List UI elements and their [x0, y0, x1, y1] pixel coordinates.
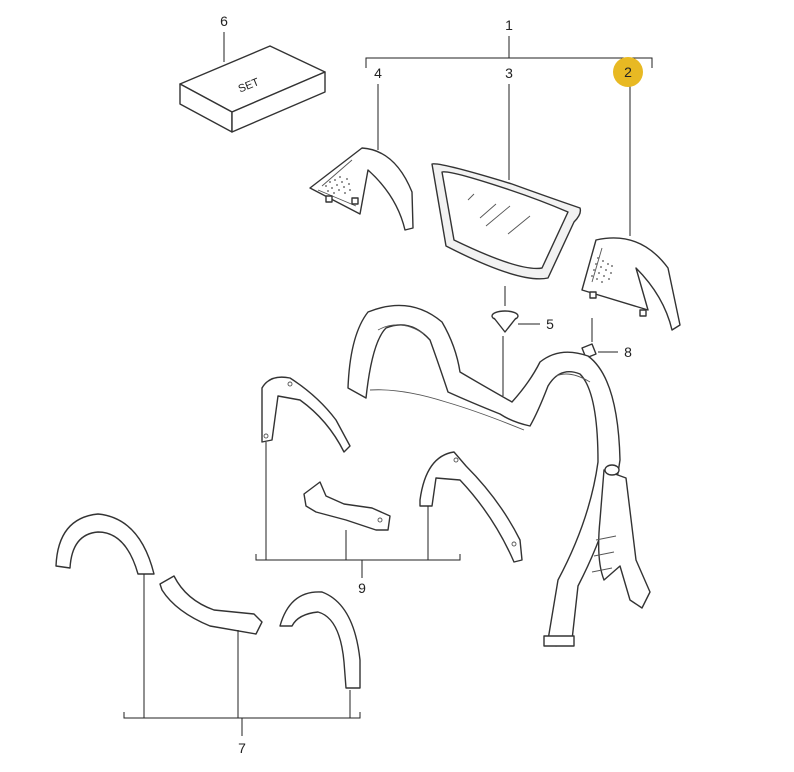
trim-right-bracket[interactable] [419, 451, 523, 563]
right-deflector-panel[interactable] [581, 237, 681, 331]
callout-7[interactable]: 7 [238, 740, 246, 756]
callout-2-highlight [613, 57, 643, 87]
callout-1[interactable]: 1 [505, 17, 513, 33]
trim-cover-left-arch[interactable] [55, 513, 155, 575]
right-panel-mesh [591, 257, 613, 283]
callout-3[interactable]: 3 [505, 65, 513, 81]
leader-lines [123, 32, 653, 736]
callout-9[interactable]: 9 [358, 580, 366, 596]
trim-cover-right-arch[interactable] [279, 591, 361, 689]
trim-cover-center[interactable] [159, 575, 263, 635]
set-box[interactable]: SET [179, 45, 326, 133]
callout-2[interactable]: 2 [624, 64, 632, 80]
callout-6[interactable]: 6 [220, 13, 228, 29]
left-panel-mesh [325, 176, 351, 194]
trim-left-bracket[interactable] [261, 376, 351, 453]
roll-bar-frame[interactable] [347, 304, 651, 647]
callout-8[interactable]: 8 [624, 344, 632, 360]
grommet[interactable] [491, 310, 519, 333]
trim-center-bracket[interactable] [303, 481, 391, 531]
left-deflector-panel[interactable] [309, 147, 414, 231]
center-wind-screen[interactable] [431, 163, 582, 280]
callout-5[interactable]: 5 [546, 316, 554, 332]
callout-4[interactable]: 4 [374, 65, 382, 81]
